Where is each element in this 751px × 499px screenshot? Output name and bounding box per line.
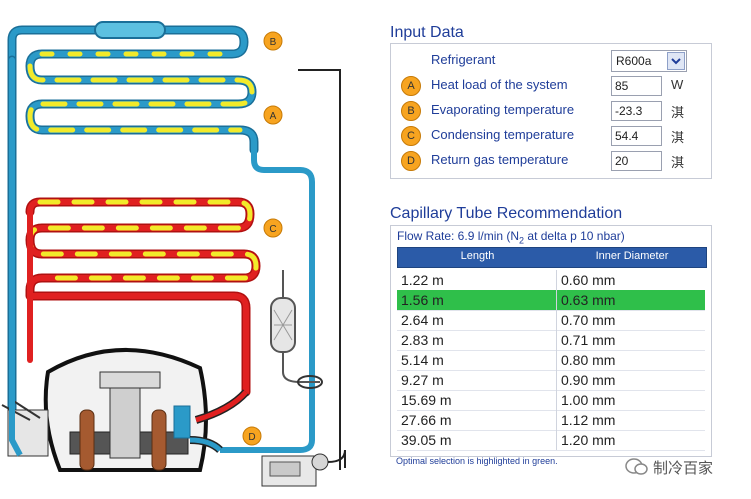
- inner-diameter-cell: 0.63 mm: [561, 292, 616, 308]
- heat-load-label: Heat load of the system: [431, 77, 568, 92]
- return-gas-temp-label: Return gas temperature: [431, 152, 569, 167]
- column-divider: [556, 330, 557, 350]
- length-cell: 39.05 m: [401, 432, 452, 448]
- table-header: Length Inner Diameter: [397, 247, 707, 268]
- compressor: [1, 347, 249, 472]
- table-row[interactable]: 1.22 m 0.60 mm: [397, 270, 705, 291]
- badge-b: B: [401, 101, 421, 121]
- svg-text:C: C: [269, 224, 276, 235]
- capillary-title: Capillary Tube Recommendation: [390, 205, 623, 222]
- table-row[interactable]: 5.14 m 0.80 mm: [397, 350, 705, 371]
- column-divider: [556, 270, 557, 290]
- inner-diameter-cell: 0.70 mm: [561, 312, 616, 328]
- input-row-refrigerant: Refrigerant R600a: [391, 50, 711, 72]
- inner-diameter-cell: 1.20 mm: [561, 432, 616, 448]
- table-row[interactable]: 27.66 m 1.12 mm: [397, 410, 705, 431]
- column-divider: [556, 410, 557, 430]
- refrigeration-system-diagram: B A C D: [1, 21, 346, 487]
- length-cell: 1.22 m: [401, 272, 444, 288]
- table-row[interactable]: 9.27 m 0.90 mm: [397, 370, 705, 391]
- diagram-badge-c: C: [263, 218, 283, 238]
- condenser: [25, 197, 261, 397]
- wechat-icon: [625, 458, 648, 475]
- evaporating-temp-label: Evaporating temperature: [431, 102, 575, 117]
- condensing-temp-unit: 淇: [671, 130, 685, 145]
- thermostat: [261, 449, 346, 487]
- input-row-condensing: C Condensing temperature 54.4 淇: [391, 125, 711, 147]
- inner-diameter-cell: 1.12 mm: [561, 412, 616, 428]
- condensing-temp-label: Condensing temperature: [431, 127, 575, 142]
- inner-diameter-cell: 0.80 mm: [561, 352, 616, 368]
- input-row-heat-load: A Heat load of the system 85 W: [391, 75, 711, 97]
- column-divider: [556, 390, 557, 410]
- watermark: 制冷百家: [625, 455, 745, 479]
- table-row[interactable]: 39.05 m 1.20 mm: [397, 430, 705, 451]
- diagram-badge-d: D: [242, 426, 262, 446]
- evaporating-temp-unit: 淇: [671, 105, 685, 120]
- badge-a: A: [401, 76, 421, 96]
- length-cell: 9.27 m: [401, 372, 444, 388]
- column-divider: [556, 310, 557, 330]
- column-divider: [556, 350, 557, 370]
- length-cell: 27.66 m: [401, 412, 452, 428]
- length-cell: 2.83 m: [401, 332, 444, 348]
- diagram-badge-b: B: [263, 31, 283, 51]
- filter-drier: [270, 270, 323, 389]
- table-row[interactable]: 15.69 m 1.00 mm: [397, 390, 705, 411]
- badge-c: C: [401, 126, 421, 146]
- selection-note: Optimal selection is highlighted in gree…: [396, 456, 558, 466]
- input-row-return-gas: D Return gas temperature 20 淇: [391, 150, 711, 172]
- refrigerant-label: Refrigerant: [431, 52, 496, 67]
- refrigerant-select[interactable]: R600a: [611, 50, 687, 72]
- inner-diameter-cell: 1.00 mm: [561, 392, 616, 408]
- return-gas-temp-unit: 淇: [671, 155, 685, 170]
- column-header-inner-diameter: Inner Diameter: [595, 250, 669, 262]
- refrigerant-value: R600a: [616, 54, 652, 68]
- input-data-panel: Refrigerant R600a A Heat load of the sys…: [390, 43, 712, 179]
- heat-load-input[interactable]: 85: [611, 76, 662, 96]
- return-gas-temp-input[interactable]: 20: [611, 151, 662, 171]
- watermark-text: 制冷百家: [653, 460, 714, 477]
- badge-d: D: [401, 151, 421, 171]
- flow-rate-text: Flow Rate: 6.9 l/min (N2 at delta p 10 n…: [397, 229, 625, 246]
- table-row[interactable]: 1.56 m 0.63 mm: [397, 290, 705, 311]
- evaporating-temp-input[interactable]: -23.3: [611, 101, 662, 121]
- length-cell: 15.69 m: [401, 392, 452, 408]
- capillary-panel: Flow Rate: 6.9 l/min (N2 at delta p 10 n…: [390, 225, 712, 457]
- table-row[interactable]: 2.64 m 0.70 mm: [397, 310, 705, 331]
- table-row[interactable]: 2.83 m 0.71 mm: [397, 330, 705, 351]
- input-data-title: Input Data: [390, 24, 464, 41]
- input-row-evaporating: B Evaporating temperature -23.3 淇: [391, 100, 711, 122]
- svg-text:D: D: [248, 432, 255, 443]
- inner-diameter-cell: 0.60 mm: [561, 272, 616, 288]
- length-cell: 2.64 m: [401, 312, 444, 328]
- svg-text:B: B: [270, 37, 277, 48]
- column-divider: [556, 370, 557, 390]
- inner-diameter-cell: 0.90 mm: [561, 372, 616, 388]
- heat-load-unit: W: [671, 77, 684, 92]
- svg-text:A: A: [270, 111, 277, 122]
- diagram-badge-a: A: [263, 105, 283, 125]
- column-header-length: Length: [460, 250, 495, 262]
- inner-diameter-cell: 0.71 mm: [561, 332, 616, 348]
- length-cell: 5.14 m: [401, 352, 444, 368]
- dropdown-button[interactable]: [667, 52, 685, 70]
- condensing-temp-input[interactable]: 54.4: [611, 126, 662, 146]
- suction-line: [220, 167, 315, 453]
- column-divider: [556, 430, 557, 450]
- length-cell: 1.56 m: [401, 292, 444, 308]
- column-divider: [556, 290, 557, 310]
- chevron-down-icon: [671, 58, 681, 65]
